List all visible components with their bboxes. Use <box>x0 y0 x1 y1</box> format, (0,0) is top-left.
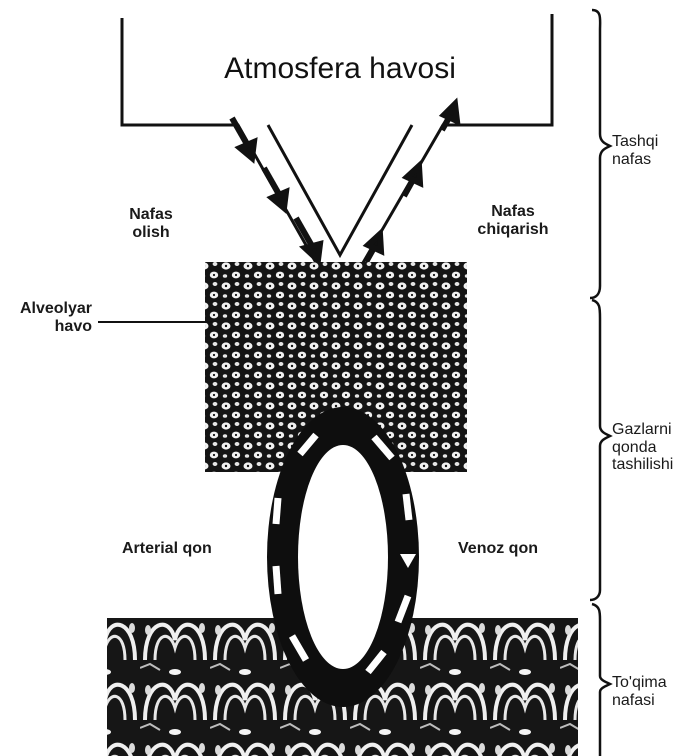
stage-label-line1: Gazlarni <box>612 421 673 439</box>
stage-label-line2: nafas <box>612 151 658 169</box>
atmosphere-title: Atmosfera havosi <box>210 52 470 85</box>
stage-gas-transport: Gazlarni qonda tashilishi <box>612 421 673 474</box>
alveolar-label-line1: Alveolyar <box>8 300 92 318</box>
airway-inner-outline <box>268 125 412 255</box>
alveolar-label-line2: havo <box>8 318 92 336</box>
inhale-label-line2: olish <box>116 224 186 242</box>
exhale-label: Nafas chiqarish <box>468 203 558 238</box>
stage-label-line3: tashilishi <box>612 456 673 474</box>
inhale-label: Nafas olish <box>116 206 186 241</box>
arterial-label: Arterial qon <box>122 540 212 558</box>
exhale-label-line2: chiqarish <box>468 221 558 239</box>
stage-label-line1: Tashqi <box>612 133 658 151</box>
stage-label-line1: To'qima <box>612 674 667 692</box>
blood-vessel-lumen <box>298 445 388 669</box>
alveolar-label: Alveolyar havo <box>8 300 92 335</box>
inhale-label-line1: Nafas <box>116 206 186 224</box>
stage-label-line2: nafasi <box>612 692 667 710</box>
stage-brackets <box>590 10 610 756</box>
stage-label-line2: qonda <box>612 439 673 457</box>
stage-tissue-respiration: To'qima nafasi <box>612 674 667 709</box>
stage-external-respiration: Tashqi nafas <box>612 133 658 168</box>
venous-label: Venoz qon <box>458 540 538 558</box>
exhale-label-line1: Nafas <box>468 203 558 221</box>
